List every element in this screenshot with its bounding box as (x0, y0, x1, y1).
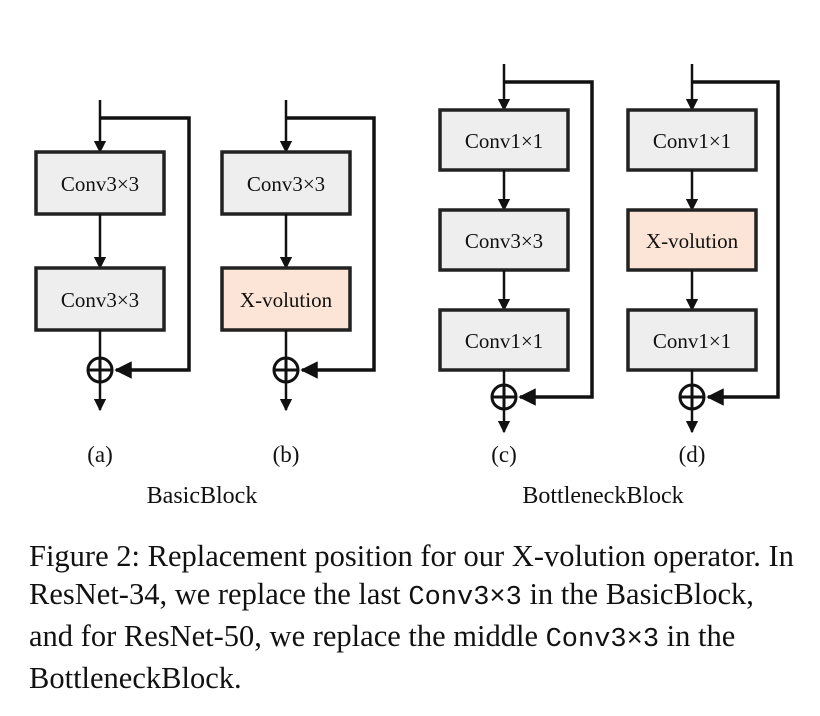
block-label: Conv3×3 (465, 229, 543, 253)
add-icon (678, 383, 706, 411)
block-conv (438, 208, 570, 272)
panel-a: Conv3×3 Conv3×3 (a) (34, 100, 191, 467)
caption-code: Conv3×3 (408, 583, 522, 613)
add-icon (86, 356, 114, 384)
panel-sublabel: (d) (679, 442, 706, 467)
add-icon (272, 356, 300, 384)
panel-sublabel: (c) (491, 442, 517, 467)
caption-text: in the BottleneckBlock. (29, 619, 736, 695)
skip-connection (286, 116, 376, 379)
block-xvolution (220, 266, 352, 332)
panel-sublabel: (b) (273, 442, 300, 467)
block-label: X-volution (240, 288, 333, 312)
block-conv (34, 150, 166, 216)
panel-b: Conv3×3 X-volution (b) (220, 100, 376, 467)
caption-text: in the BasicBlock, and for ResNet-50, we… (29, 577, 754, 653)
block-conv (626, 108, 758, 172)
caption-code: Conv3×3 (545, 625, 660, 655)
skip-connection (504, 80, 594, 406)
group-label-basicblock: BasicBlock (147, 483, 258, 509)
panel-sublabel: (a) (87, 442, 113, 467)
skip-connection (100, 116, 191, 379)
block-xvolution (626, 208, 758, 272)
architecture-diagram: Conv3×3 Conv3×3 (a) Conv3×3 X-volution (… (34, 64, 780, 509)
block-label: Conv3×3 (61, 288, 139, 312)
add-icon (490, 383, 518, 411)
figure-caption: Figure 2: Replacement position for our X… (29, 537, 799, 697)
block-label: Conv1×1 (465, 329, 543, 353)
block-conv (438, 308, 570, 372)
block-label: Conv1×1 (653, 129, 731, 153)
panel-d: Conv1×1 X-volution Conv1×1 (d) (626, 64, 780, 467)
skip-connection (692, 80, 780, 406)
block-conv (438, 108, 570, 172)
panel-c: Conv1×1 Conv3×3 Conv1×1 (c) (438, 64, 594, 467)
block-label: Conv1×1 (653, 329, 731, 353)
block-conv (626, 308, 758, 372)
caption-text: Figure 2: Replacement position for our X… (29, 539, 794, 611)
block-label: X-volution (646, 229, 739, 253)
block-label: Conv1×1 (465, 129, 543, 153)
block-label: Conv3×3 (247, 172, 325, 196)
group-label-bottleneckblock: BottleneckBlock (522, 483, 683, 509)
block-label: Conv3×3 (61, 172, 139, 196)
block-conv (34, 266, 166, 332)
